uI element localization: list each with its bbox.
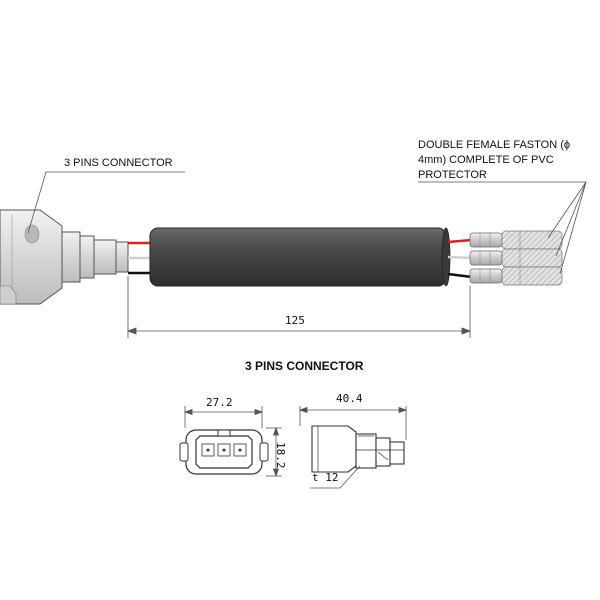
length-dimension xyxy=(126,276,472,338)
connector-width-dimension: 27.2 xyxy=(206,396,233,409)
faston-callout-line-3: PROTECTOR xyxy=(418,169,487,181)
section-title: 3 PINS CONNECTOR xyxy=(245,359,364,373)
faston-terminal-3 xyxy=(469,266,563,286)
connector-length-dimension: 40.4 xyxy=(336,392,363,405)
cable-length-dimension: 125 xyxy=(285,314,305,327)
faston-leader xyxy=(418,181,587,275)
faston-callout-line-2: 4mm) COMPLETE OF PVC xyxy=(418,154,554,166)
connector-height-dimension: 18.2 xyxy=(274,442,287,469)
faston-terminal-2 xyxy=(469,248,563,268)
thickness-dimension: t 12 xyxy=(312,471,339,484)
connector-side-view xyxy=(298,406,408,489)
faston-callout-line-1: DOUBLE FEMALE FASTON (ϕ xyxy=(418,139,571,151)
connector-housing xyxy=(0,209,129,305)
wires-right xyxy=(447,238,473,279)
cable-sleeve xyxy=(149,227,451,287)
connector-callout-label: 3 PINS CONNECTOR xyxy=(64,157,173,169)
faston-terminal-1 xyxy=(469,230,563,250)
connector-front-view xyxy=(179,406,282,478)
connector-leader xyxy=(27,171,185,234)
wires-left xyxy=(128,241,152,275)
